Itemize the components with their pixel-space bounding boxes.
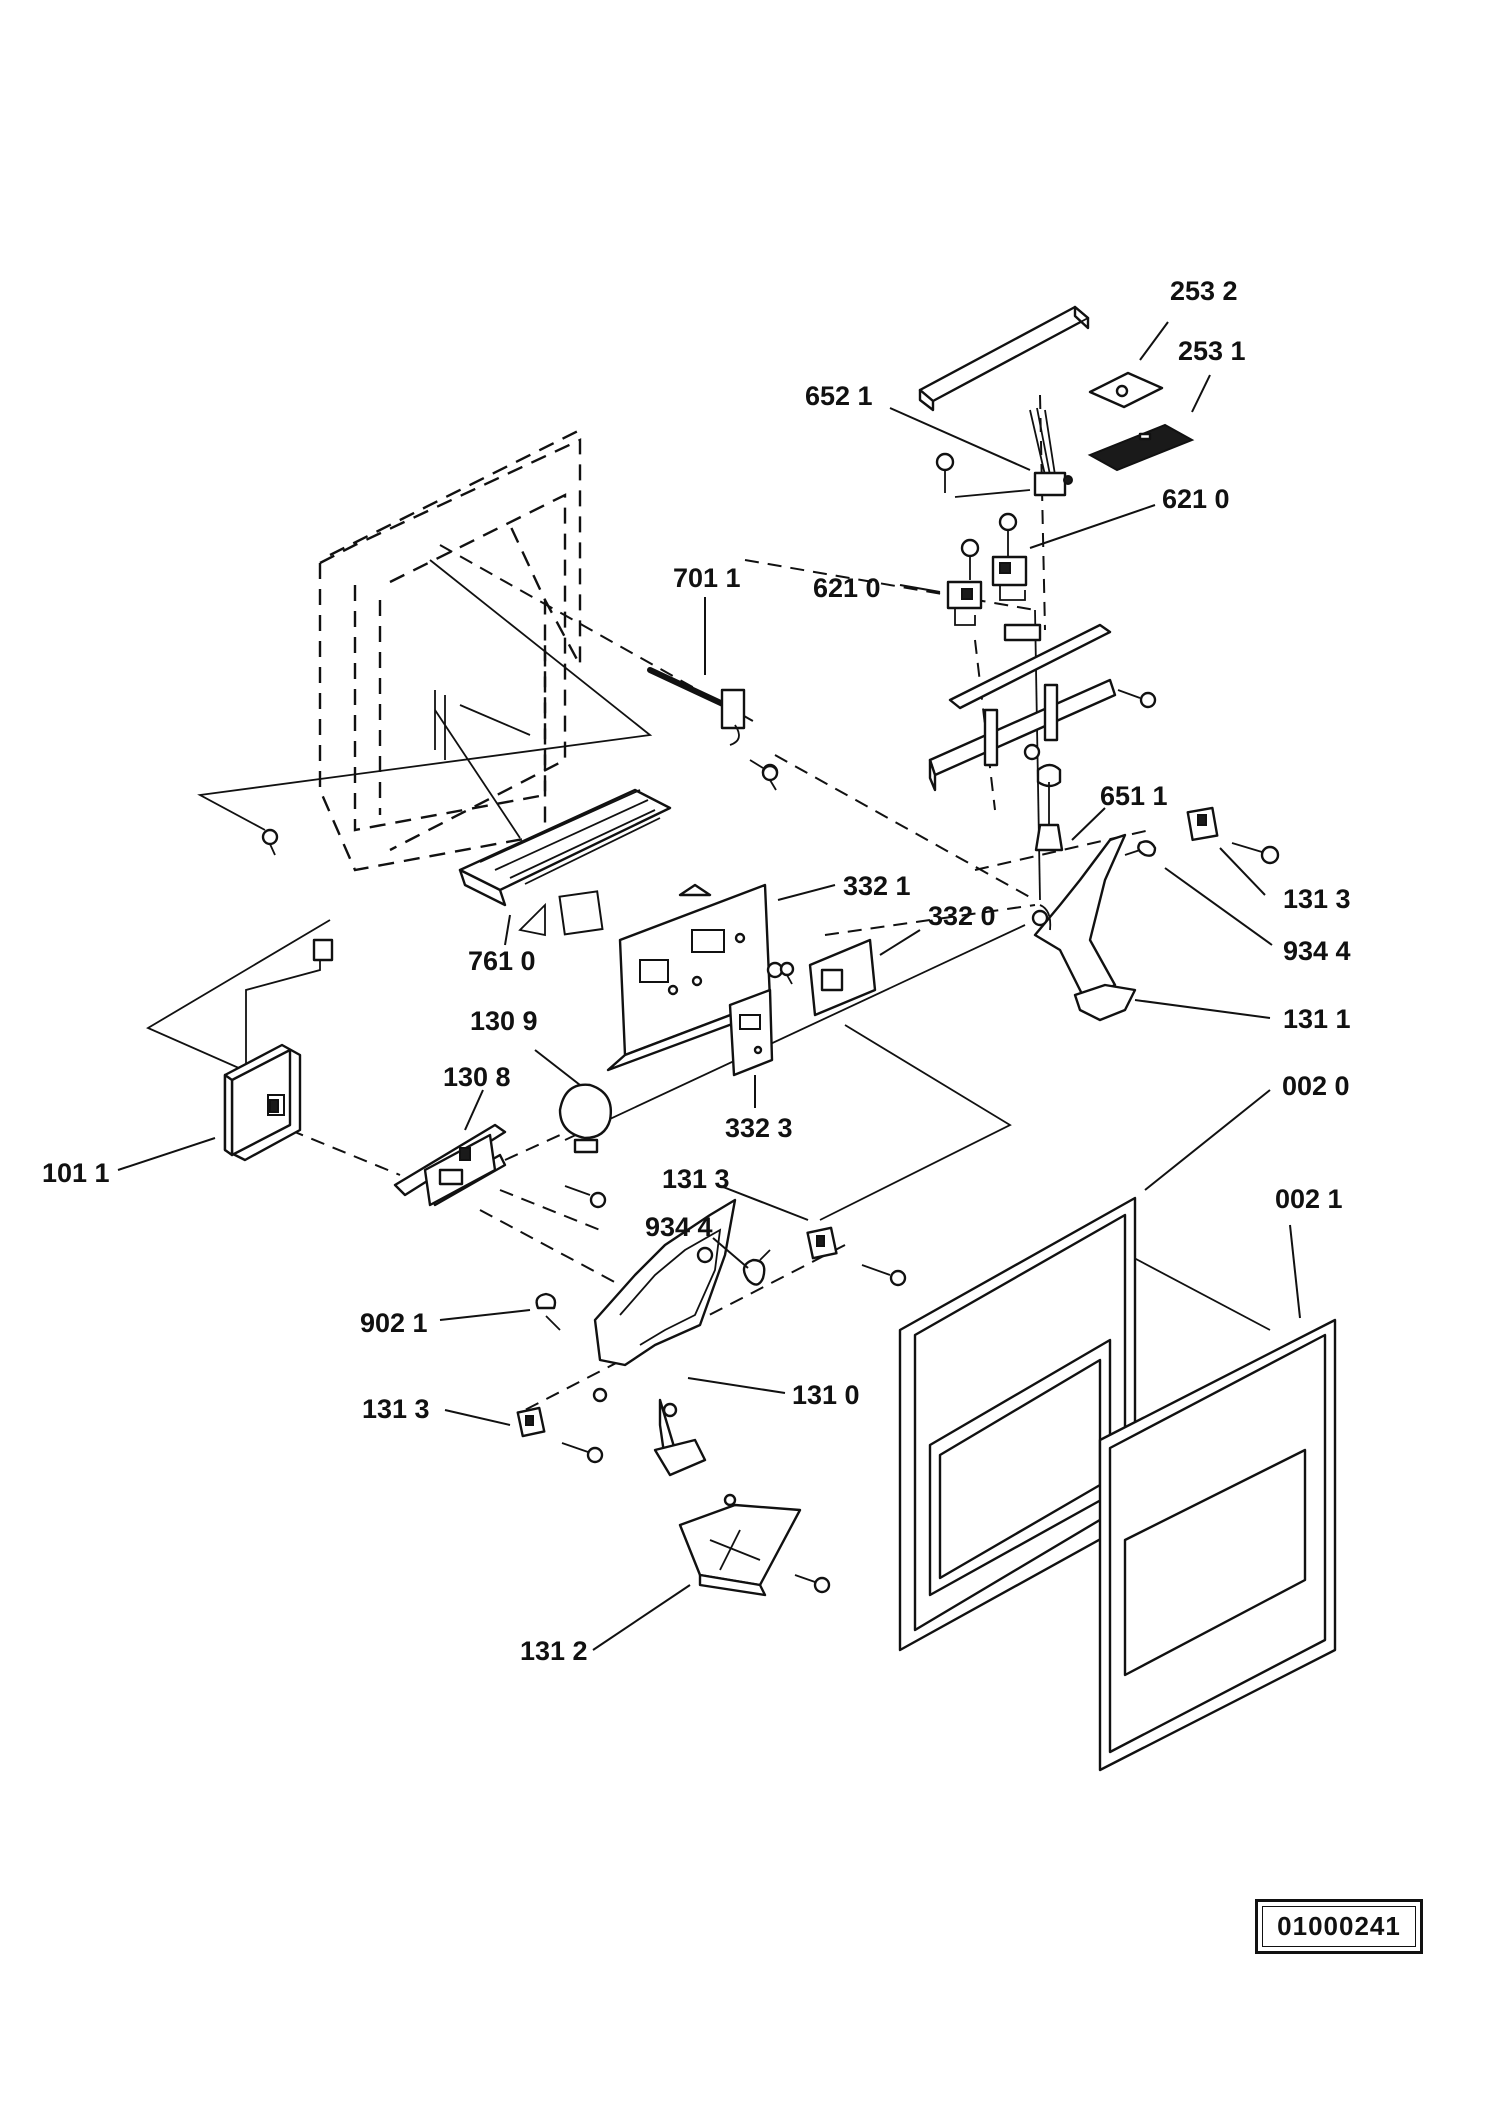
spring-9344-top — [1124, 840, 1157, 857]
plate-2531 — [1087, 423, 1195, 472]
part-1309 — [558, 1083, 612, 1154]
callout-6210-upper: 621 0 — [1162, 484, 1230, 514]
plate-3323 — [728, 988, 774, 1077]
callout-0020: 002 0 — [1282, 1071, 1350, 1101]
switch-6210-left — [946, 538, 983, 626]
callout-9344-top: 934 4 — [1283, 936, 1351, 966]
screw-icon — [261, 828, 279, 856]
callout-1313-bottom: 131 3 — [362, 1394, 430, 1424]
callout-9021: 902 1 — [360, 1308, 428, 1338]
drawing-number: 01000241 — [1277, 1911, 1401, 1941]
callout-1312: 131 2 — [520, 1636, 588, 1666]
callout-3320: 332 0 — [928, 901, 996, 931]
callout-1311: 131 1 — [1283, 1004, 1351, 1034]
hinge-1313-bottom — [516, 1406, 604, 1464]
screw-icons — [261, 764, 795, 985]
callout-6511: 651 1 — [1100, 781, 1168, 811]
switch-6210-right — [991, 512, 1028, 601]
leader-lines — [117, 321, 1301, 1651]
callout-1313-middle: 131 3 — [662, 1164, 730, 1194]
door-frame-0020 — [898, 1196, 1137, 1652]
oven-cavity-outline — [318, 428, 582, 872]
callout-7011: 701 1 — [673, 563, 741, 593]
callout-7610: 761 0 — [468, 946, 536, 976]
screw-icon — [779, 961, 795, 985]
drawing-number-box: 01000241 — [1255, 1899, 1423, 1954]
callout-2531: 253 1 — [1178, 336, 1246, 366]
callout-9344-lower: 934 4 — [645, 1212, 713, 1242]
switch-6521 — [935, 407, 1073, 498]
hinge-1313-top — [1186, 806, 1280, 865]
keypad-7610 — [458, 788, 672, 937]
callout-1308: 130 8 — [443, 1062, 511, 1092]
callout-0021: 002 1 — [1275, 1184, 1343, 1214]
callout-6210-lower: 621 0 — [813, 573, 881, 603]
top-channel-part — [918, 305, 1090, 412]
component-1011 — [223, 938, 334, 1162]
callout-1313-top: 131 3 — [1283, 884, 1351, 914]
callout-2532: 253 2 — [1170, 276, 1238, 306]
screw-9021 — [535, 1292, 561, 1331]
rod-7011 — [647, 667, 779, 781]
bracket-3320 — [808, 938, 877, 1017]
callout-1310: 131 0 — [792, 1380, 860, 1410]
callout-labels: 253 2 253 1 652 1 621 0 621 0 701 1 651 … — [42, 276, 1351, 1666]
switch-bracket — [928, 623, 1157, 792]
spring-9344-lower — [742, 1249, 771, 1286]
bracket-plate-2532 — [1088, 371, 1164, 409]
cover-1312 — [678, 1493, 831, 1597]
hinge-1313-middle — [806, 1226, 907, 1287]
callout-6521: 652 1 — [805, 381, 873, 411]
callout-1011: 101 1 — [42, 1158, 110, 1188]
latch-arm-1310 — [592, 1198, 737, 1477]
switch-block-1308 — [393, 1123, 607, 1209]
switch-6511 — [1034, 763, 1064, 852]
latch-arm-1311 — [1031, 833, 1137, 1022]
callout-3323: 332 3 — [725, 1113, 793, 1143]
door-panel-0021 — [1098, 1318, 1337, 1772]
screw-icon — [761, 764, 779, 791]
callout-3321: 332 1 — [843, 871, 911, 901]
callout-1309: 130 9 — [470, 1006, 538, 1036]
